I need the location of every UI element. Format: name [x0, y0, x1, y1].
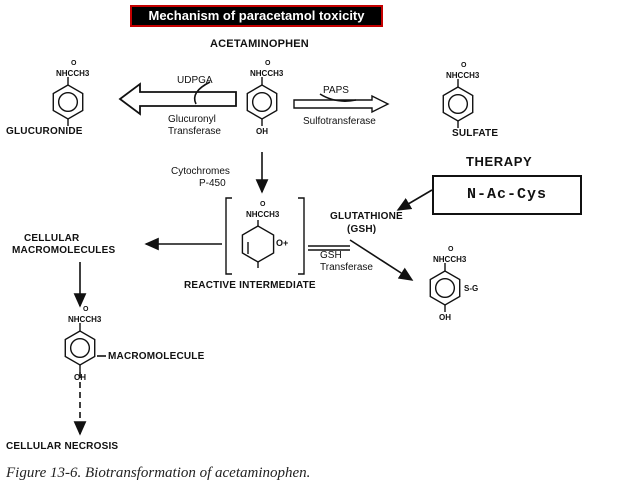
therapy-drug-box: N-Ac-Cys	[432, 175, 582, 215]
gsh-conjugate-structure-bottom-text: OH	[439, 313, 451, 322]
macromolecule-adduct-structure-aromatic-circle	[69, 337, 91, 359]
reactive-amide-text: NHCCH3	[246, 210, 280, 219]
paps-label: PAPS	[323, 85, 349, 96]
bracket-left	[225, 197, 232, 275]
sulfate-label: SULFATE	[452, 128, 499, 139]
gsh-conjugate-structure-carbonyl-o: O	[448, 246, 454, 253]
sulfate-structure	[442, 86, 474, 122]
glutathione-label: GLUTATHIONE	[330, 211, 403, 222]
figure-caption: Figure 13-6. Biotransformation of acetam…	[6, 465, 311, 481]
acetaminophen-structure-bottom-text: OH	[256, 127, 268, 136]
macromolecule-adduct-structure-amide-text: NHCCH3	[68, 315, 102, 324]
cytochromes-label: Cytochromes	[171, 166, 230, 177]
sulfate-structure-carbonyl-o: O	[461, 62, 467, 69]
sulfate-structure-aromatic-circle	[447, 93, 469, 115]
title-banner: Mechanism of paracetamol toxicity	[130, 5, 383, 27]
macromolecule-adduct-structure-bottom-text: OH	[74, 373, 86, 382]
gsh-conjugation-arrow	[349, 239, 414, 281]
gsh-conjugate-structure-side-text: S-G	[464, 284, 478, 293]
macromolecule-label: MACROMOLECULE	[108, 351, 205, 362]
cellular-label: CELLULAR	[24, 233, 80, 244]
glucuronide-label: GLUCURONIDE	[6, 126, 83, 137]
sulfotransferase-label: Sulfotransferase	[303, 116, 376, 127]
glucuronyl-transferase-label: Transferase	[168, 126, 221, 137]
bracket-right	[298, 197, 305, 275]
glucuronidation-arrow	[118, 82, 237, 116]
therapy-arrow	[396, 189, 433, 211]
cellular-necrosis-label: CELLULAR NECROSIS	[6, 441, 119, 452]
gsh-label: GSH	[320, 250, 342, 261]
glucuronide-structure-carbonyl-o: O	[71, 60, 77, 67]
acetaminophen-structure	[246, 84, 278, 120]
glucuronide-structure	[52, 84, 84, 120]
p450-label: P-450	[199, 178, 226, 189]
gsh-conjugate-structure-amide-text: NHCCH3	[433, 255, 467, 264]
acetaminophen-structure-carbonyl-o: O	[265, 60, 271, 67]
macromolecules-label: MACROMOLECULES	[12, 245, 116, 256]
reactive-intermediate-label: REACTIVE INTERMEDIATE	[184, 280, 316, 291]
sulfation-arrow	[293, 94, 390, 114]
sulfate-structure-amide-text: NHCCH3	[446, 71, 480, 80]
macromolecule-adduct-structure	[64, 330, 96, 366]
acetaminophen-structure-amide-text: NHCCH3	[250, 69, 284, 78]
therapy-heading: THERAPY	[466, 154, 533, 169]
glucuronyl-label: Glucuronyl	[168, 114, 216, 125]
reactive-intermediate-ring	[241, 225, 275, 263]
gsh-transferase-label: Transferase	[320, 262, 373, 273]
macromolecule-adduct-structure-carbonyl-o: O	[83, 306, 89, 313]
reactive-carbonyl-o: O	[260, 201, 266, 208]
reactive-oplus-text: O+	[276, 238, 288, 248]
gsh-abbrev-label: (GSH)	[347, 224, 377, 235]
glucuronide-structure-aromatic-circle	[57, 91, 79, 113]
acetaminophen-structure-aromatic-circle	[251, 91, 273, 113]
paps-curve	[319, 93, 357, 102]
gsh-conjugate-structure-aromatic-circle	[434, 277, 456, 299]
gsh-conjugate-structure	[429, 270, 461, 306]
acetaminophen-label: ACETAMINOPHEN	[210, 38, 309, 50]
glucuronide-structure-amide-text: NHCCH3	[56, 69, 90, 78]
udpga-curve	[193, 81, 211, 105]
udpga-label: UDPGA	[177, 75, 213, 86]
